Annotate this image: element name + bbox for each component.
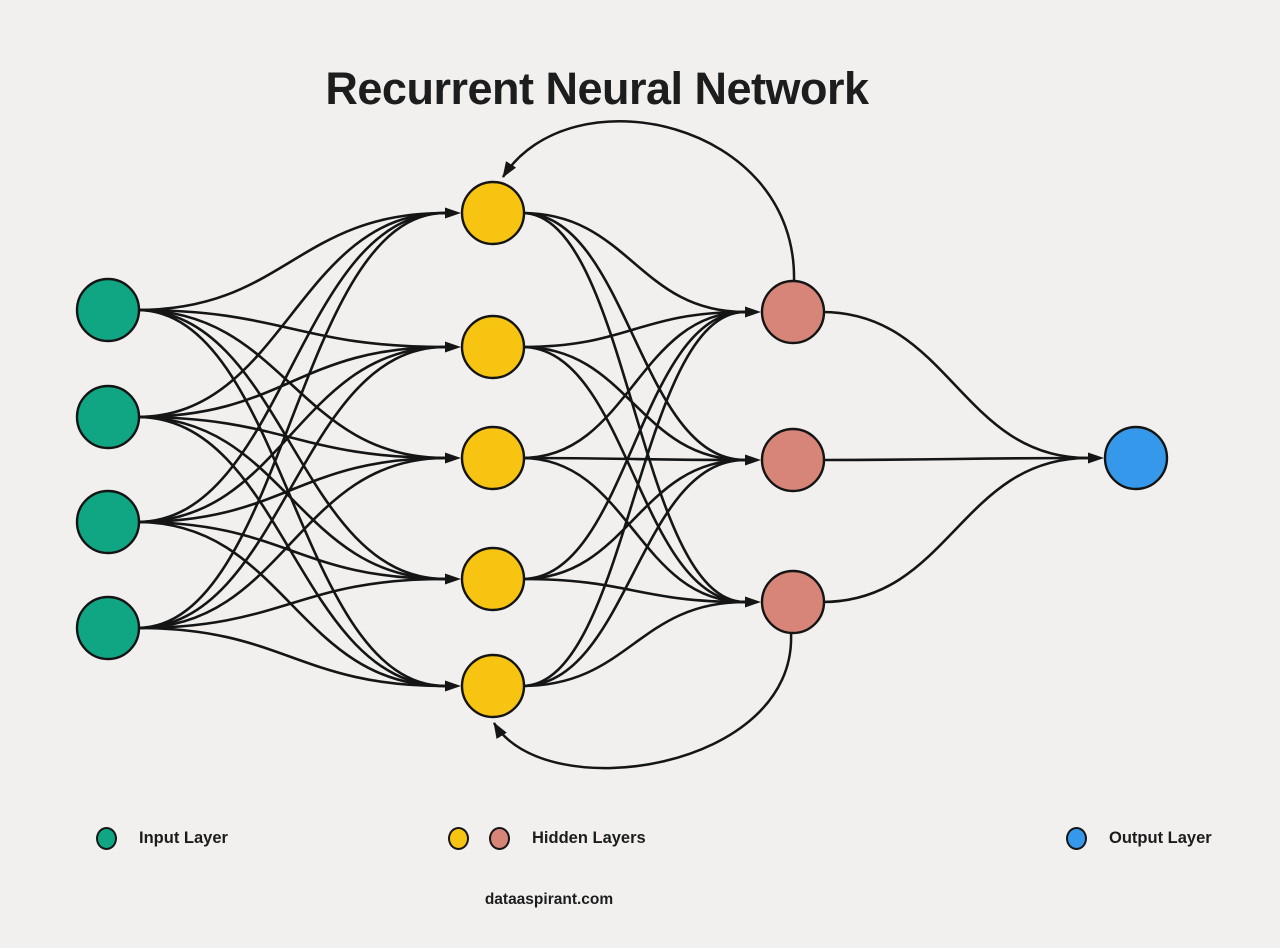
legend-dot-icon [1066,827,1087,850]
hidden1-node-5 [460,653,526,719]
hidden2-node-2 [760,427,826,493]
edge-hidden1-hidden2 [521,456,746,462]
edge-input-hidden1 [136,308,446,581]
edge-input-hidden1 [136,211,446,312]
legend-dots-output [1066,827,1097,850]
edge-hidden1-hidden2 [521,310,746,688]
edge-hidden1-hidden2 [521,310,746,581]
edge-input-hidden1 [136,415,446,581]
hidden2-node-1 [760,279,826,345]
legend-item-hidden: Hidden Layers [448,827,646,850]
edge-input-hidden1 [136,415,446,460]
edge-input-hidden1 [136,520,446,581]
edge-hidden1-hidden2 [521,310,746,349]
edge-hidden1-hidden2 [521,600,746,688]
footer-watermark: dataaspirant.com [484,891,614,908]
edge-input-hidden1 [136,211,446,524]
edge-input-hidden1 [136,211,446,419]
edge-hidden1-hidden2 [521,577,746,604]
recurrent-edge [492,632,793,770]
arrowhead-into-hidden1 [445,573,461,585]
edge-input-hidden1 [136,577,446,630]
recurrent-edge [501,120,796,283]
edge-hidden1-hidden2 [521,211,746,604]
legend-item-output: Output Layer [1066,827,1212,850]
legend-label-output: Output Layer [1109,829,1212,847]
edge-hidden1-hidden2 [521,310,746,460]
edge-input-hidden1 [136,345,446,419]
legend-dot-icon [489,827,510,850]
hidden2-node-3 [760,569,826,635]
arrowhead-into-output [1088,452,1104,464]
edge-hidden1-hidden2 [521,458,746,688]
page-title: Recurrent Neural Network [325,63,869,115]
legend-dot-icon [96,827,117,850]
arrowhead-into-hidden2 [745,306,761,318]
input-node-4 [75,595,141,661]
arrowhead-into-hidden2 [745,454,761,466]
edge-hidden1-hidden2 [521,345,746,462]
edge-hidden1-hidden2 [521,211,746,314]
edge-input-hidden1 [136,345,446,524]
edge-hidden2-output [821,456,1089,462]
edge-input-hidden1 [136,211,446,630]
edge-hidden1-hidden2 [521,456,746,604]
legend-label-input: Input Layer [139,829,228,847]
output-node-1 [1103,425,1169,491]
input-node-3 [75,489,141,555]
arrowhead-into-hidden1 [445,207,461,219]
edge-input-hidden1 [136,345,446,630]
hidden1-node-4 [460,546,526,612]
legend-dot-icon [448,827,469,850]
edge-hidden2-output [821,456,1089,604]
arrowhead-into-hidden1 [445,452,461,464]
arrowhead-into-hidden1 [445,680,461,692]
edge-input-hidden1 [136,308,446,460]
input-node-1 [75,277,141,343]
legend-dots-hidden [448,827,520,850]
hidden1-node-3 [460,425,526,491]
legend-label-hidden: Hidden Layers [532,829,646,847]
edge-hidden1-hidden2 [521,458,746,581]
hidden1-node-1 [460,180,526,246]
edge-input-hidden1 [136,308,446,349]
input-node-2 [75,384,141,450]
legend-item-input: Input Layer [96,827,228,850]
edge-hidden2-output [821,310,1089,460]
edge-hidden1-hidden2 [521,345,746,604]
edge-hidden1-hidden2 [521,211,746,462]
hidden1-node-2 [460,314,526,380]
arrowhead-into-hidden2 [745,596,761,608]
legend-dots-input [96,827,127,850]
edge-input-hidden1 [136,626,446,688]
arrowhead-into-hidden1 [445,341,461,353]
edge-input-hidden1 [136,456,446,630]
